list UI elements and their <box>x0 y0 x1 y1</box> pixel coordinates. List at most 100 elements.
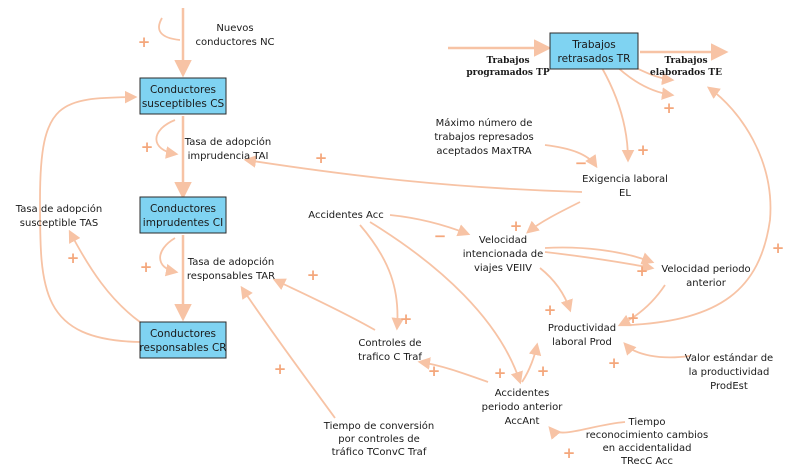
var-prod-line1: Productividad <box>548 323 616 334</box>
var-velant-line1: Velocidad periodo <box>661 264 750 275</box>
link-veiiv-prod <box>539 267 573 313</box>
stock-susceptibles[interactable]: Conductores susceptibles CS <box>139 77 227 115</box>
var-tasa-susceptible[interactable]: Tasa de adopción susceptible TAS <box>15 203 102 229</box>
var-prodest-line1: Valor estándar de <box>685 352 773 364</box>
stock-responsables[interactable]: Conductores responsables CR <box>139 321 227 359</box>
sign-minus-maxtra: − <box>575 154 588 172</box>
var-maxtra-line1: Máximo número de <box>436 117 533 129</box>
link-acc-ctraf <box>359 224 405 331</box>
var-ctraf-line1: Controles de <box>358 338 421 349</box>
var-el-line2: EL <box>619 188 631 199</box>
var-maximo-trabajos[interactable]: Máximo número de trabajos represados ace… <box>434 117 533 157</box>
var-nuevos-conductores[interactable]: Nuevos conductores NC <box>195 23 274 48</box>
sign-plus-cs-tai: + <box>141 138 154 156</box>
link-acc-accant <box>369 221 523 385</box>
link-ctraf-tar <box>272 278 376 331</box>
link-veiiv-velant2 <box>544 251 655 273</box>
link-el-veiiv <box>526 201 581 234</box>
link-maxtra-el <box>544 144 598 169</box>
var-accant-line3: AccAnt <box>505 416 540 427</box>
var-trabajos-elaborados[interactable]: Trabajos elaborados TE <box>650 56 722 78</box>
link-trecacc-accant <box>548 421 626 440</box>
sign-plus-acc-accant: + <box>494 364 507 382</box>
link-ci-tar <box>159 237 179 277</box>
var-accidentes-anterior[interactable]: Accidentes periodo anterior AccAnt <box>482 388 564 427</box>
var-trec-line3: en accidentalidad <box>603 443 692 454</box>
sign-plus-ctraf-tar: + <box>307 266 320 284</box>
sign-plus-el-tai: + <box>315 149 328 167</box>
sign-plus-tr-te: + <box>663 99 676 117</box>
var-tconv-line2: por controles de <box>338 434 419 445</box>
var-tas-line2: susceptible TAS <box>20 218 98 229</box>
var-te-line2: elaborados TE <box>650 68 722 78</box>
var-controles-trafico[interactable]: Controles de trafico C Traf <box>358 338 422 363</box>
link-veiiv-velant <box>544 246 655 265</box>
sign-plus-tr-el: + <box>637 141 650 159</box>
var-exigencia-laboral[interactable]: Exigencia laboral EL <box>582 174 668 199</box>
stock-trabajos-retrasados[interactable]: Trabajos retrasados TR <box>549 32 639 70</box>
link-accant-prod <box>521 342 542 383</box>
sign-plus-veiiv-prod: + <box>544 301 557 319</box>
var-tar-line2: responsables TAR <box>187 271 275 282</box>
var-accant-line1: Accidentes <box>495 388 550 399</box>
sign-plus-accant-prod: + <box>537 362 550 380</box>
var-tconv-line3: tráfico TConvC Traf <box>332 446 427 458</box>
var-tar-line1: Tasa de adopción <box>187 256 274 268</box>
var-velant-line2: anterior <box>686 278 727 289</box>
var-veiiv-line2: intencionada de <box>463 249 544 260</box>
var-trec-line4: TRecC Acc <box>620 456 673 467</box>
sign-plus-ctraf: + <box>400 310 413 328</box>
var-trec-line2: reconocimiento cambios <box>586 430 708 441</box>
var-veiiv-line1: Velocidad <box>479 235 527 246</box>
stock-susceptibles-line1: Conductores <box>150 84 216 96</box>
var-veiiv-line3: viajes VEIIV <box>474 263 532 274</box>
sign-minus-acc-veiiv: − <box>434 227 447 245</box>
var-prodest-line3: ProdEst <box>710 381 748 392</box>
var-tiempo-conversion[interactable]: Tiempo de conversión por controles de tr… <box>323 420 434 458</box>
var-el-line1: Exigencia laboral <box>582 174 668 185</box>
flow-cr-to-cs <box>39 90 141 343</box>
var-ctraf-line2: trafico C Traf <box>358 352 422 363</box>
stock-imprudentes-line1: Conductores <box>150 203 216 215</box>
stock-imprudentes[interactable]: Conductores imprudentes CI <box>139 196 227 234</box>
var-velocidad-anterior[interactable]: Velocidad periodo anterior <box>661 264 750 289</box>
link-prod-te <box>629 86 772 326</box>
sign-plus-el-veiiv: + <box>510 217 523 235</box>
var-nc-line2: conductores NC <box>195 37 274 48</box>
var-velocidad-intencionada[interactable]: Velocidad intencionada de viajes VEIIV <box>463 235 544 274</box>
var-tai-line1: Tasa de adopción <box>184 136 271 148</box>
stock-imprudentes-line2: imprudentes CI <box>143 217 223 229</box>
link-tconv-tar <box>240 285 336 419</box>
stock-tr-line2: retrasados TR <box>558 53 631 65</box>
var-valor-estandar[interactable]: Valor estándar de la productividad ProdE… <box>685 352 773 392</box>
link-nc-loop <box>158 17 181 41</box>
var-productividad[interactable]: Productividad laboral Prod <box>548 323 616 348</box>
var-tasa-imprudencia[interactable]: Tasa de adopción imprudencia TAI <box>184 136 271 162</box>
var-tai-line2: imprudencia TAI <box>188 151 269 162</box>
link-velant-prod <box>617 284 666 327</box>
var-trabajos-programados[interactable]: Trabajos programados TP <box>466 56 549 78</box>
var-prodest-line2: la productividad <box>689 367 770 378</box>
link-acc-veiiv <box>389 214 471 237</box>
var-te-line1: Trabajos <box>664 56 707 66</box>
sign-plus-tconv: + <box>274 360 287 378</box>
var-tp-line1: Trabajos <box>486 56 529 66</box>
var-acc-line1: Accidentes Acc <box>308 210 383 221</box>
stock-responsables-line1: Conductores <box>150 328 216 340</box>
sign-plus-prodest: + <box>608 354 621 372</box>
stock-susceptibles-line2: susceptibles CS <box>142 98 225 110</box>
var-tas-line1: Tasa de adopción <box>15 203 102 215</box>
sign-plus-prod-te: + <box>772 239 785 257</box>
var-maxtra-line3: aceptados MaxTRA <box>436 146 531 157</box>
sign-plus-velant-prod: + <box>627 309 640 327</box>
var-tp-line2: programados TP <box>466 68 549 78</box>
var-tiempo-reconocimiento[interactable]: Tiempo reconocimiento cambios en acciden… <box>586 417 708 467</box>
var-accidentes[interactable]: Accidentes Acc <box>308 210 383 221</box>
var-tasa-responsables[interactable]: Tasa de adopción responsables TAR <box>187 256 275 282</box>
sign-plus-ci-tar: + <box>140 258 153 276</box>
var-trec-line1: Tiempo <box>628 417 666 428</box>
stock-tr-line1: Trabajos <box>571 39 616 51</box>
link-tr-el <box>601 67 635 163</box>
sign-plus-accant-ctraf: + <box>428 362 441 380</box>
